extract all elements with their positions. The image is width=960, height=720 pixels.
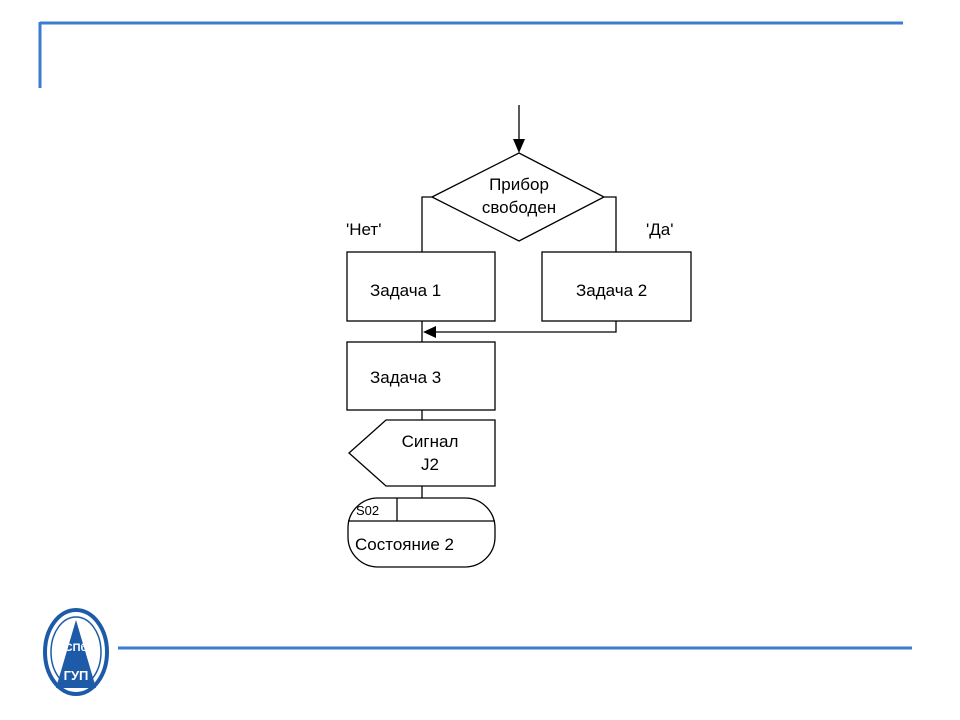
signal-shape [348,419,496,487]
decision-diamond [430,152,606,242]
signal-label-line2: J2 [421,455,439,474]
university-emblem-icon: СПб ГУП [43,608,109,696]
task2-merge-connector [434,321,617,333]
task3-node: Задача 3 [346,341,496,411]
task1-box [346,251,496,322]
task3-box [346,341,496,411]
top-frame [38,21,903,88]
flowchart: Прибор свободен 'Нет' 'Да' Задача 1 Зада… [346,105,692,568]
emblem-bottom-text: ГУП [64,668,89,683]
state-code-label: S02 [356,503,379,518]
yes-branch-connector [604,196,617,252]
state-shape [347,497,496,568]
merge-arrowhead [423,326,436,338]
branch-yes-label: 'Да' [646,220,673,239]
emblem-triangle [56,620,96,688]
emblem-top-text: СПб [65,642,88,654]
task2-node: Задача 2 [541,251,692,322]
task2-label: Задача 2 [576,281,647,300]
task2-box [541,251,692,322]
signal-label-line1: Сигнал [402,432,459,451]
decision-label-line1: Прибор [489,175,549,194]
state-node: S02 Состояние 2 [347,497,496,568]
decision-node: Прибор свободен [430,152,606,242]
task1-node: Задача 1 [346,251,496,322]
decision-label-line2: свободен [482,198,556,217]
entry-arrowhead [513,139,525,153]
signal-node: Сигнал J2 [348,419,496,487]
no-branch-connector [421,196,432,252]
state-name-label: Состояние 2 [355,535,454,554]
branch-no-label: 'Нет' [346,220,381,239]
task1-label: Задача 1 [370,281,441,300]
task3-label: Задача 3 [370,368,441,387]
